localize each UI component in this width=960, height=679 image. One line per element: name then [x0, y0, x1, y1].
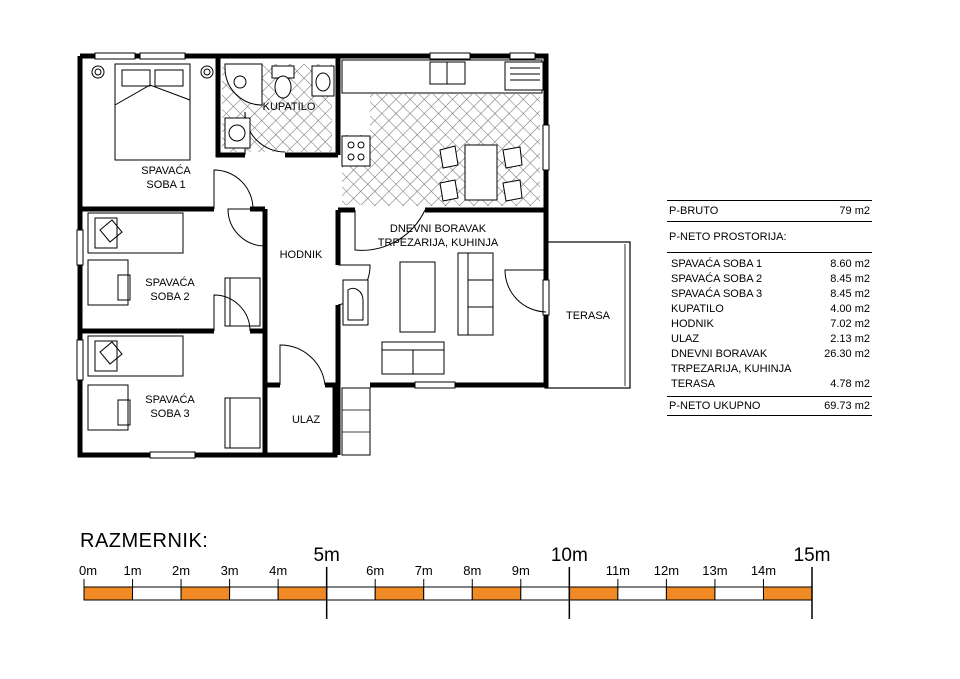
- label-spavaca-3-line2: SOBA 3: [150, 408, 189, 420]
- area-name: SPAVAĆA SOBA 1: [671, 258, 763, 270]
- area-row: KUPATILO 4.00 m2: [667, 302, 872, 317]
- area-value: 2.13 m2: [830, 333, 870, 345]
- neto-heading: P-NETO PROSTORIJA:: [669, 231, 787, 243]
- total-label: P-NETO UKUPNO: [669, 400, 761, 412]
- neto-heading-row: P-NETO PROSTORIJA:: [667, 230, 872, 244]
- area-value: 26.30 m2: [824, 348, 870, 360]
- bed-2: [87, 212, 261, 327]
- label-terasa: TERASA: [566, 310, 611, 322]
- walls: [77, 53, 549, 458]
- label-spavaca-2-line2: SOBA 2: [150, 291, 189, 303]
- bathroom-fixtures: [224, 63, 335, 149]
- area-value: 8.60 m2: [830, 258, 870, 270]
- area-row: SPAVAĆA SOBA 2 8.45 m2: [667, 272, 872, 287]
- area-row: HODNIK 7.02 m2: [667, 317, 872, 332]
- area-value: 4.78 m2: [830, 378, 870, 390]
- area-value: 8.45 m2: [830, 273, 870, 285]
- bruto-value: 79 m2: [839, 205, 870, 217]
- area-name: DNEVNI BORAVAK TRPEZARIJA, KUHINJA: [671, 348, 792, 375]
- area-items: SPAVAĆA SOBA 1 8.60 m2 SPAVAĆA SOBA 2 8.45…: [667, 252, 872, 392]
- label-spavaca-2-line1: SPAVAĆA: [145, 276, 195, 289]
- total-row: P-NETO UKUPNO 69.73 m2: [667, 396, 872, 416]
- bruto-label: P-BRUTO: [669, 205, 719, 217]
- area-name: SPAVAĆA SOBA 2: [671, 273, 763, 285]
- area-value: 4.00 m2: [830, 303, 870, 315]
- area-value: 7.02 m2: [830, 318, 870, 330]
- area-name: TERASA: [671, 378, 716, 390]
- bruto-row: P-BRUTO 79 m2: [667, 200, 872, 222]
- label-spavaca-3-line1: SPAVAĆA: [145, 393, 195, 406]
- total-value: 69.73 m2: [824, 400, 870, 412]
- kitchen-counter: [341, 59, 544, 167]
- label-spavaca-1-line2: SOBA 1: [146, 179, 185, 191]
- area-name: HODNIK: [671, 318, 714, 330]
- scale-title: RAZMERNIK:: [80, 530, 209, 552]
- area-value: 8.45 m2: [830, 288, 870, 300]
- bed-1: [91, 63, 214, 161]
- doors: [213, 111, 547, 386]
- area-name: SPAVAĆA SOBA 3: [671, 288, 763, 300]
- dining-table: [439, 144, 523, 202]
- area-row: TERASA 4.78 m2: [667, 377, 872, 392]
- area-row: SPAVAĆA SOBA 3 8.45 m2: [667, 287, 872, 302]
- area-table: P-BRUTO 79 m2 P-NETO PROSTORIJA: SPAVAĆA…: [667, 200, 872, 416]
- area-name: ULAZ: [671, 333, 700, 345]
- label-dnevni-line2: TRPEZARIJA, KUHINJA: [378, 237, 499, 249]
- area-name: KUPATILO: [671, 303, 724, 315]
- area-row: DNEVNI BORAVAK TRPEZARIJA, KUHINJA 26.30 …: [667, 347, 872, 377]
- label-dnevni-line1: DNEVNI BORAVAK: [390, 223, 487, 235]
- bed-3: [87, 335, 261, 449]
- label-hodnik: HODNIK: [280, 249, 323, 261]
- label-kupatilo: KUPATILO: [263, 101, 316, 113]
- area-row: ULAZ 2.13 m2: [667, 332, 872, 347]
- area-row: SPAVAĆA SOBA 1 8.60 m2: [667, 257, 872, 272]
- living-furniture: [342, 252, 494, 375]
- label-ulaz: ULAZ: [292, 414, 320, 426]
- label-spavaca-1-line1: SPAVAĆA: [141, 164, 191, 177]
- terrace: [544, 241, 631, 389]
- windows: [76, 52, 550, 459]
